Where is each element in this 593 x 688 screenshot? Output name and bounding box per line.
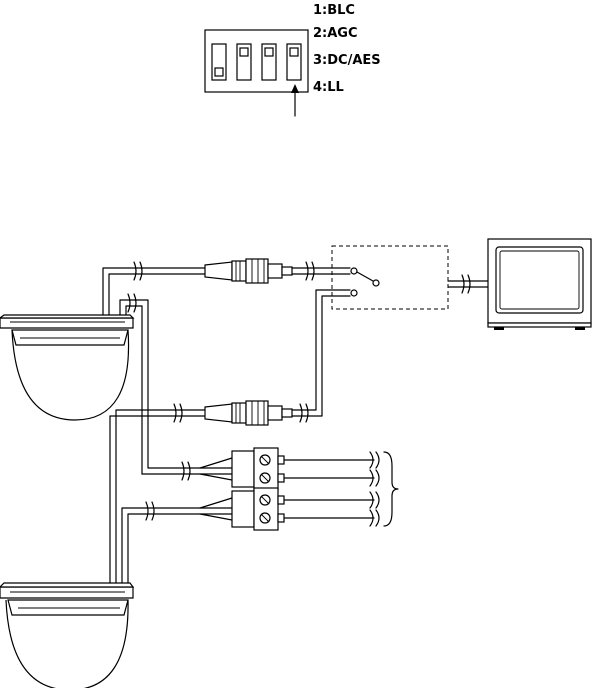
dip-switch-1-knob [215,68,223,76]
dome-camera-1-ring [0,318,133,328]
switcher-input-2 [351,290,357,296]
dip-switch-3-knob [265,48,273,56]
cable-to-switcher-1 [292,262,350,280]
dip-switch-3 [262,44,276,80]
switcher-lever [357,272,373,281]
switch-label-2: 2:AGC [313,26,358,41]
switch-label-4: 4:LL [313,80,344,95]
power-terminal-block-1 [232,448,379,490]
bnc-connector-2 [205,401,292,425]
dip-switch-block [205,30,308,116]
video-monitor [488,239,591,330]
power-supply-brace [384,452,398,526]
bnc-connector-1 [205,259,292,283]
cable-camera1-power [120,294,232,480]
dip-switch-1 [212,44,226,80]
switcher-output [373,280,379,286]
switch-label-3: 3:DC/AES [313,53,381,68]
dip-switch-4 [287,44,301,80]
cable-camera1-video [103,262,205,315]
dip-switch-4-knob [290,48,298,56]
switcher-input-1 [351,268,357,274]
video-switcher [332,246,448,309]
power-leads [200,458,232,520]
dip-switch-2 [237,44,251,80]
cable-to-monitor [448,275,488,293]
switcher-housing [332,246,448,309]
monitor-screen [496,247,583,313]
switch-label-list: 1:BLC 2:AGC 3:DC/AES 4:LL [313,3,381,95]
dip-switch-2-knob [240,48,248,56]
cable-camera2-video [110,404,205,583]
cable-to-switcher-2 [292,290,350,422]
switch-label-1: 1:BLC [313,3,355,18]
power-terminal-block-2 [232,488,379,530]
cable-camera2-power [122,502,232,583]
dome-camera-1 [0,315,133,420]
dome-camera-2 [0,583,133,688]
dome-camera-2-ring [0,587,133,598]
